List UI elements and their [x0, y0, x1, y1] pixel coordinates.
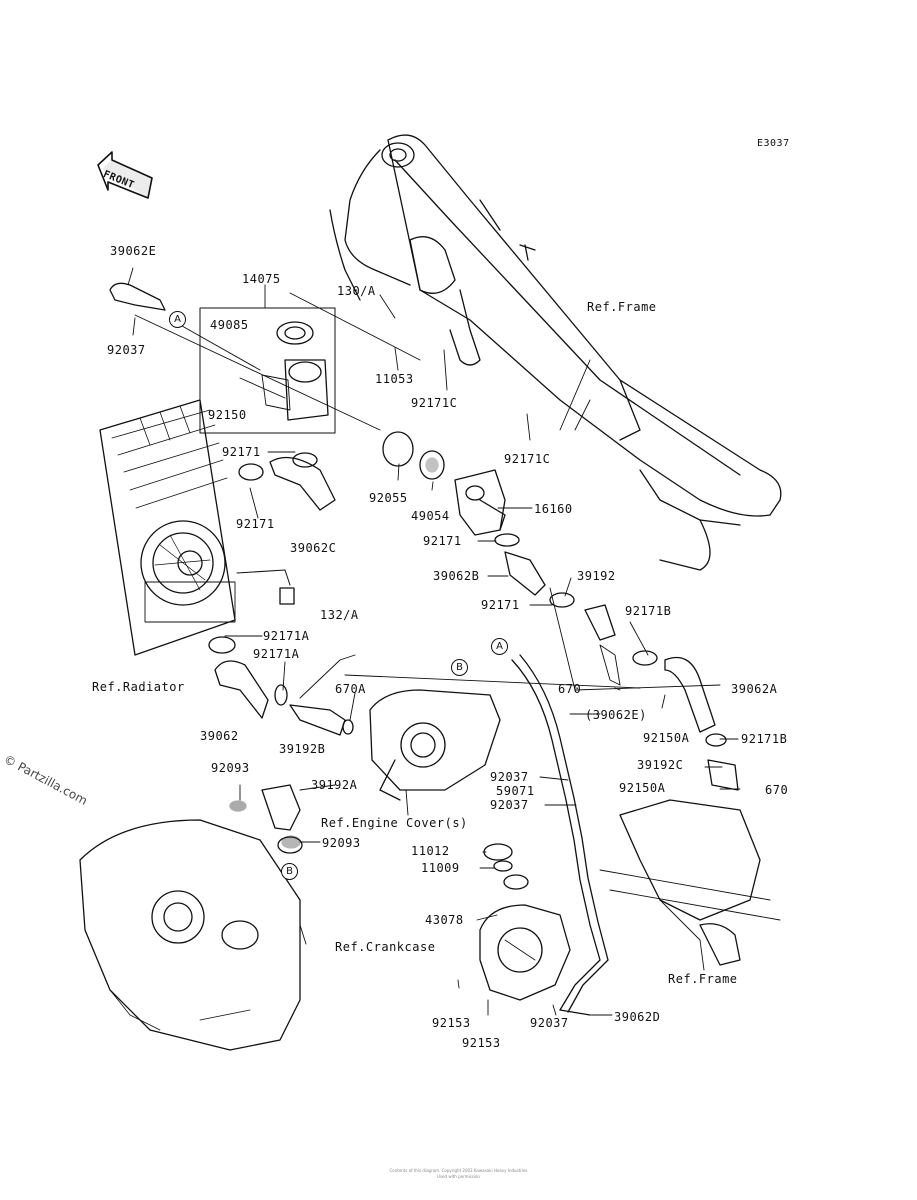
- callout-a: A: [169, 311, 186, 328]
- part-label-92171B[interactable]: 92171B: [625, 604, 672, 618]
- hose-39062E-drawing: [109, 282, 166, 311]
- part-label-92037[interactable]: 92037: [530, 1016, 569, 1030]
- engine-cover-drawing: [369, 689, 501, 801]
- hoses-right-drawing: [494, 533, 739, 791]
- part-label-92171C[interactable]: 92171C: [504, 452, 551, 466]
- part-label-92153[interactable]: 92153: [462, 1036, 501, 1050]
- part-label-92037[interactable]: 92037: [107, 343, 146, 357]
- ref-label-frame: Ref.Frame: [587, 300, 657, 314]
- part-label-43078[interactable]: 43078: [425, 913, 464, 927]
- part-label-11053[interactable]: 11053: [375, 372, 414, 386]
- thermostat-cover-16160-drawing: [454, 469, 506, 536]
- part-label-92171[interactable]: 92171: [222, 445, 261, 459]
- part-label-49085[interactable]: 49085: [210, 318, 249, 332]
- part-label-92171B[interactable]: 92171B: [741, 732, 788, 746]
- thermostat-49054-drawing: [419, 450, 445, 480]
- leader-lines: [127, 267, 741, 1016]
- part-label-92171[interactable]: 92171: [481, 598, 520, 612]
- part-label-39192[interactable]: 39192: [577, 569, 616, 583]
- part-label-92037[interactable]: 92037: [490, 798, 529, 812]
- o-ring-92055-drawing: [382, 431, 414, 467]
- part-label-92093[interactable]: 92093: [211, 761, 250, 775]
- part-label-39192A[interactable]: 39192A: [311, 778, 358, 792]
- callout-a: A: [491, 638, 508, 655]
- part-label-39062[interactable]: 39062: [200, 729, 239, 743]
- thermostat-housing-drawing: [199, 307, 336, 434]
- part-label-39192C[interactable]: 39192C: [637, 758, 684, 772]
- part-label-92171A[interactable]: 92171A: [263, 629, 310, 643]
- part-label-92171[interactable]: 92171: [423, 534, 462, 548]
- part-label-92150[interactable]: 92150: [208, 408, 247, 422]
- part-label-11009[interactable]: 11009: [421, 861, 460, 875]
- part-label-130A[interactable]: 130/A: [337, 284, 376, 298]
- part-label-92153[interactable]: 92153: [432, 1016, 471, 1030]
- ref-label-radiator: Ref.Radiator: [92, 680, 185, 694]
- ref-label-frame: Ref.Frame: [668, 972, 738, 986]
- part-label-14075[interactable]: 14075: [242, 272, 281, 286]
- part-label-49054[interactable]: 49054: [411, 509, 450, 523]
- front-arrow-icon: [97, 151, 153, 199]
- part-label-59071[interactable]: 59071: [496, 784, 535, 798]
- part-label-92171C[interactable]: 92171C: [411, 396, 458, 410]
- crankcase-drawing: [79, 784, 303, 1051]
- callout-b: B: [281, 863, 298, 880]
- part-label-670[interactable]: 670: [765, 783, 789, 797]
- part-label-39062E-ref[interactable]: (39062E): [585, 708, 647, 722]
- part-label-92150A[interactable]: 92150A: [643, 731, 690, 745]
- part-label-39062D[interactable]: 39062D: [614, 1010, 661, 1024]
- hose-39062C-drawing: [238, 452, 336, 511]
- generator-cover-drawing: [479, 843, 571, 1001]
- copyright-footer: Contents of this diagram. Copyright 2003…: [0, 1168, 917, 1180]
- part-label-92171[interactable]: 92171: [236, 517, 275, 531]
- part-label-11012[interactable]: 11012: [411, 844, 450, 858]
- part-label-92055[interactable]: 92055: [369, 491, 408, 505]
- part-label-92150A[interactable]: 92150A: [619, 781, 666, 795]
- footer-line: Used with permission: [437, 1174, 480, 1179]
- hose-long-drawing: [511, 654, 609, 1016]
- diagram-code: E3037: [757, 138, 790, 149]
- frame-drawing: [329, 134, 782, 571]
- part-label-92037[interactable]: 92037: [490, 770, 529, 784]
- part-label-16160[interactable]: 16160: [534, 502, 573, 516]
- footer-line: Contents of this diagram. Copyright 2003…: [389, 1168, 528, 1173]
- part-label-39062A[interactable]: 39062A: [731, 682, 778, 696]
- hose-39062-drawing: [208, 636, 354, 736]
- ref-label-crankcase: Ref.Crankcase: [335, 940, 436, 954]
- ref-label-engine-cover: Ref.Engine Cover(s): [321, 816, 468, 830]
- part-label-92093[interactable]: 92093: [322, 836, 361, 850]
- part-label-132A[interactable]: 132/A: [320, 608, 359, 622]
- callout-b: B: [451, 659, 468, 676]
- part-label-39062E[interactable]: 39062E: [110, 244, 157, 258]
- part-label-92171A[interactable]: 92171A: [253, 647, 300, 661]
- radiator-drawing: [99, 399, 295, 656]
- part-label-670[interactable]: 670: [558, 682, 582, 696]
- part-label-39192B[interactable]: 39192B: [279, 742, 326, 756]
- part-label-39062C[interactable]: 39062C: [290, 541, 337, 555]
- part-label-39062B[interactable]: 39062B: [433, 569, 480, 583]
- part-label-670A[interactable]: 670A: [335, 682, 366, 696]
- frame-lower-drawing: [599, 799, 781, 966]
